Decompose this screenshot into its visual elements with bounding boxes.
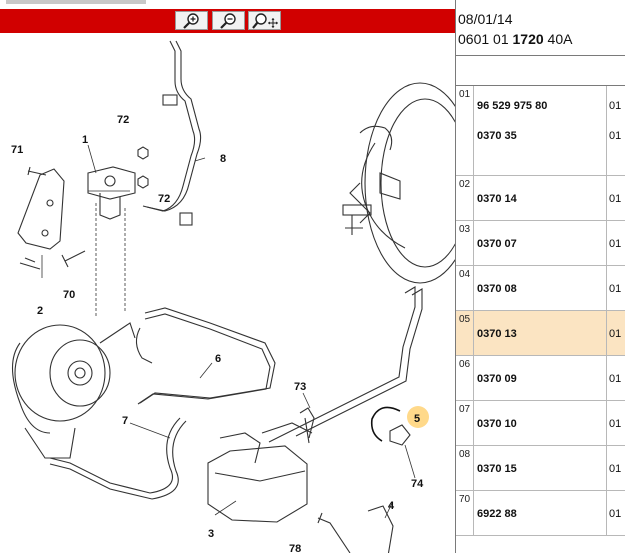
ref-bold: 1720 (512, 31, 544, 47)
part-quantity: 01 (609, 100, 622, 112)
row-position: 06 (459, 359, 471, 370)
zoom-area-icon (251, 12, 278, 29)
parts-row-04[interactable]: 04 0370 08 01 (456, 266, 625, 311)
column-divider (473, 446, 474, 490)
zoom-in-button[interactable] (175, 11, 208, 30)
column-divider (473, 356, 474, 400)
column-divider (473, 401, 474, 445)
parts-row-03[interactable]: 03 0370 07 01 (456, 221, 625, 266)
column-divider (606, 86, 607, 175)
part-number[interactable]: 0370 35 (477, 130, 517, 142)
callout-5[interactable]: 5 (414, 413, 420, 425)
column-divider (473, 221, 474, 265)
part-quantity: 01 (609, 193, 622, 205)
callout-8[interactable]: 8 (220, 153, 226, 165)
zoom-in-icon (182, 12, 199, 29)
parts-row-70[interactable]: 70 6922 88 01 (456, 491, 625, 536)
parts-row-01[interactable]: 01 96 529 975 80 01 0370 35 01 (456, 86, 625, 176)
column-divider (606, 221, 607, 265)
column-divider (606, 401, 607, 445)
zoom-out-button[interactable] (212, 11, 245, 30)
part-number[interactable]: 0370 07 (477, 238, 517, 250)
row-position: 07 (459, 404, 471, 415)
diagram-viewer: 1 2 3 4 5 6 7 8 70 71 72 72 73 74 78 (0, 0, 456, 553)
callout-3[interactable]: 3 (208, 528, 214, 540)
part-quantity: 01 (609, 463, 622, 475)
parts-row-08[interactable]: 08 0370 15 01 (456, 446, 625, 491)
column-divider (473, 491, 474, 535)
callout-4[interactable]: 4 (388, 500, 395, 512)
parts-row-05[interactable]: 05 0370 13 01 (456, 311, 625, 356)
part-number[interactable]: 0370 14 (477, 193, 517, 205)
row-position: 03 (459, 224, 471, 235)
part-number[interactable]: 0370 13 (477, 328, 517, 340)
part-quantity: 01 (609, 373, 622, 385)
part-number[interactable]: 0370 10 (477, 418, 517, 430)
zoom-toolbar (0, 9, 455, 33)
callout-71[interactable]: 71 (11, 144, 23, 156)
column-divider (606, 176, 607, 220)
callout-2[interactable]: 2 (37, 305, 43, 317)
row-position: 02 (459, 179, 471, 190)
catalog-reference: 0601 01 1720 40A (458, 29, 625, 49)
row-position: 04 (459, 269, 471, 280)
row-position: 05 (459, 314, 471, 325)
callout-78[interactable]: 78 (289, 543, 301, 553)
column-divider (606, 446, 607, 490)
parts-row-02[interactable]: 02 0370 14 01 (456, 176, 625, 221)
part-number[interactable]: 0370 09 (477, 373, 517, 385)
part-number[interactable]: 6922 88 (477, 508, 517, 520)
row-position: 08 (459, 449, 471, 460)
part-quantity: 01 (609, 418, 622, 430)
catalog-date: 08/01/14 (458, 11, 513, 27)
column-divider (606, 491, 607, 535)
callout-5-highlight[interactable] (407, 406, 429, 428)
column-divider (606, 356, 607, 400)
column-divider (473, 311, 474, 355)
callout-70[interactable]: 70 (63, 289, 75, 301)
exploded-parts-diagram: 1 2 3 4 5 6 7 8 70 71 72 72 73 74 78 (11, 40, 455, 553)
top-scrollbar[interactable] (0, 0, 455, 8)
part-quantity: 01 (609, 283, 622, 295)
part-number[interactable]: 0370 15 (477, 463, 517, 475)
callout-74[interactable]: 74 (411, 478, 424, 490)
column-divider (606, 311, 607, 355)
callout-7[interactable]: 7 (122, 415, 128, 427)
row-position: 70 (459, 494, 471, 505)
column-divider (473, 176, 474, 220)
part-quantity: 01 (609, 238, 622, 250)
callout-1[interactable]: 1 (82, 134, 88, 146)
zoom-out-icon (219, 12, 236, 29)
column-divider (473, 86, 474, 175)
part-quantity: 01 (609, 508, 622, 520)
part-number[interactable]: 96 529 975 80 (477, 100, 548, 112)
zoom-area-button[interactable] (248, 11, 281, 30)
callout-73[interactable]: 73 (294, 381, 306, 393)
column-divider (473, 266, 474, 310)
ref-suffix: 40A (547, 31, 573, 47)
panel-header: 08/01/14 0601 01 1720 40A (456, 0, 625, 56)
part-number[interactable]: 0370 08 (477, 283, 517, 295)
parts-row-07[interactable]: 07 0370 10 01 (456, 401, 625, 446)
panel-spacer (456, 56, 625, 86)
scrollbar-thumb[interactable] (6, 0, 146, 4)
callout-72-lower[interactable]: 72 (158, 193, 170, 205)
part-quantity: 01 (609, 130, 622, 142)
row-position: 01 (459, 89, 471, 100)
callout-72-upper[interactable]: 72 (117, 114, 129, 126)
callout-6[interactable]: 6 (215, 353, 221, 365)
part-quantity: 01 (609, 328, 622, 340)
column-divider (606, 266, 607, 310)
parts-row-06[interactable]: 06 0370 09 01 (456, 356, 625, 401)
ref-prefix: 0601 01 (458, 31, 509, 47)
